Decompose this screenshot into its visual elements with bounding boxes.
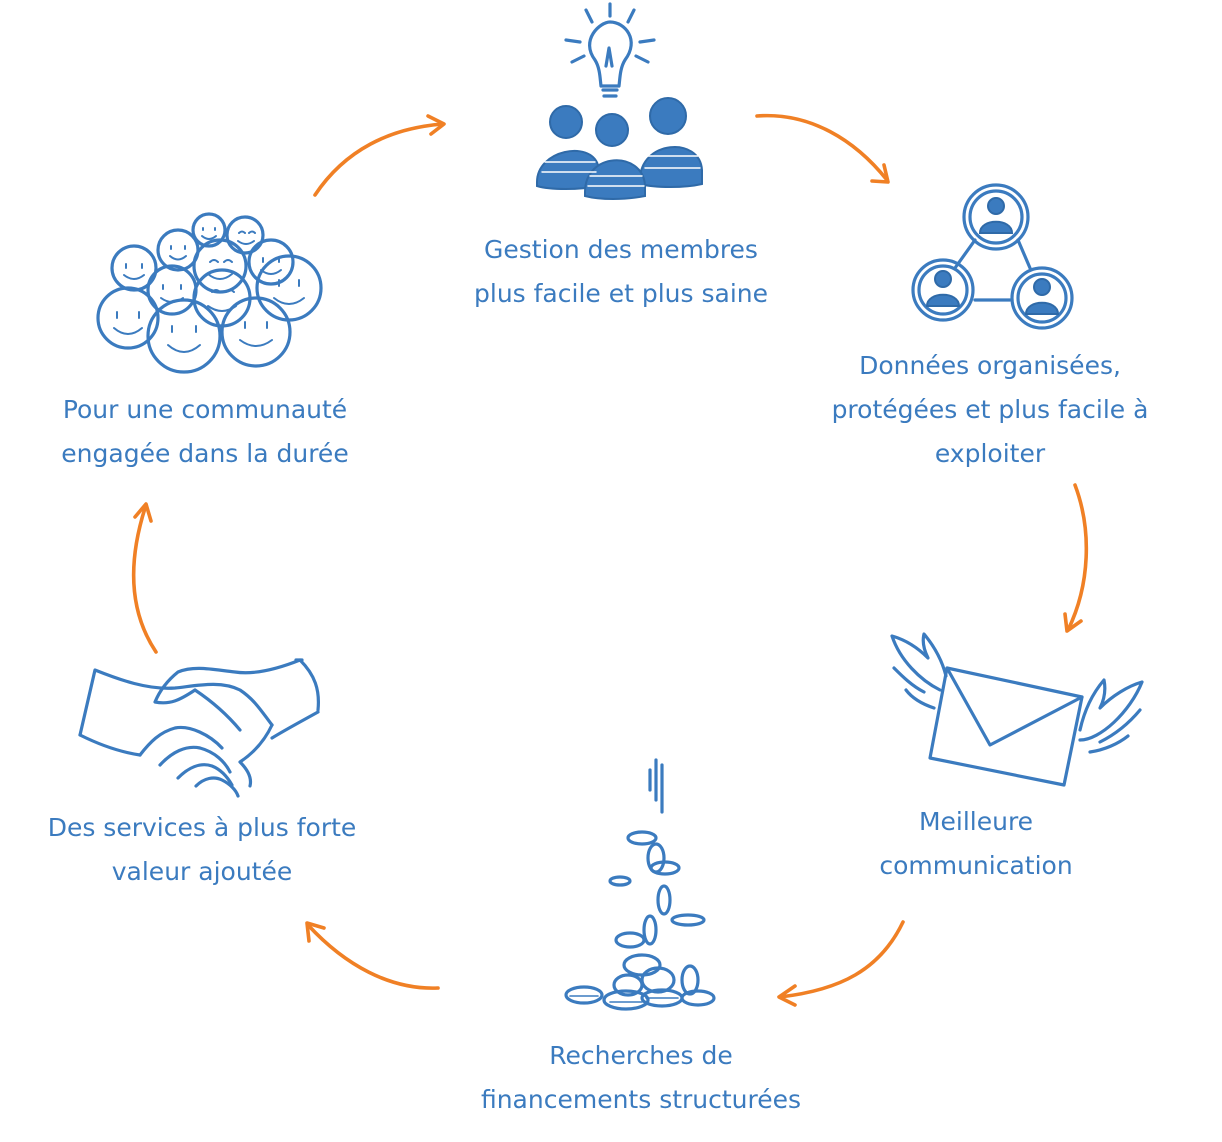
smiley-crowd-icon <box>96 212 323 374</box>
winged-envelope-icon <box>890 632 1144 787</box>
label-services: Des services à plus forte valeur ajoutée <box>12 806 392 894</box>
label-funding-line-1: Recherches de <box>549 1041 733 1070</box>
label-data-line-1: Données organisées, <box>859 351 1121 380</box>
label-funding-line-2: financements structurées <box>480 1085 802 1114</box>
label-communication-line-1: Meilleure <box>918 807 1034 836</box>
label-community-line-1: Pour une communauté <box>62 395 348 424</box>
label-communication-line-2: communication <box>879 851 1073 880</box>
handshake-icon <box>78 658 321 798</box>
network-users-icon <box>911 183 1074 330</box>
arrow-services-to-community <box>131 502 158 654</box>
label-services-line-1: Des services à plus forte <box>47 813 357 842</box>
team-idea-icon <box>536 2 703 200</box>
label-community-line-2: engagée dans la durée <box>61 439 349 468</box>
label-community: Pour une communauté engagée dans la duré… <box>20 388 390 476</box>
arrow-funding-to-services <box>305 921 440 990</box>
label-funding: Recherches de financements structurées <box>446 1034 836 1122</box>
arrow-members-to-data <box>755 113 890 184</box>
label-data-line-2: protégées et plus facile à <box>831 395 1149 424</box>
arrow-community-to-members <box>313 114 446 197</box>
arrow-communication-to-funding <box>777 920 905 1007</box>
arrow-data-to-communication <box>1063 483 1089 633</box>
label-services-line-2: valeur ajoutée <box>111 857 293 886</box>
falling-coins-icon <box>564 758 716 1011</box>
label-data: Données organisées, protégées et plus fa… <box>800 344 1180 476</box>
label-communication: Meilleure communication <box>836 800 1116 888</box>
label-data-line-3: exploiter <box>934 439 1046 468</box>
label-members: Gestion des membres plus facile et plus … <box>441 228 801 316</box>
label-members-line-2: plus facile et plus saine <box>474 279 768 308</box>
label-members-line-1: Gestion des membres <box>484 235 758 264</box>
